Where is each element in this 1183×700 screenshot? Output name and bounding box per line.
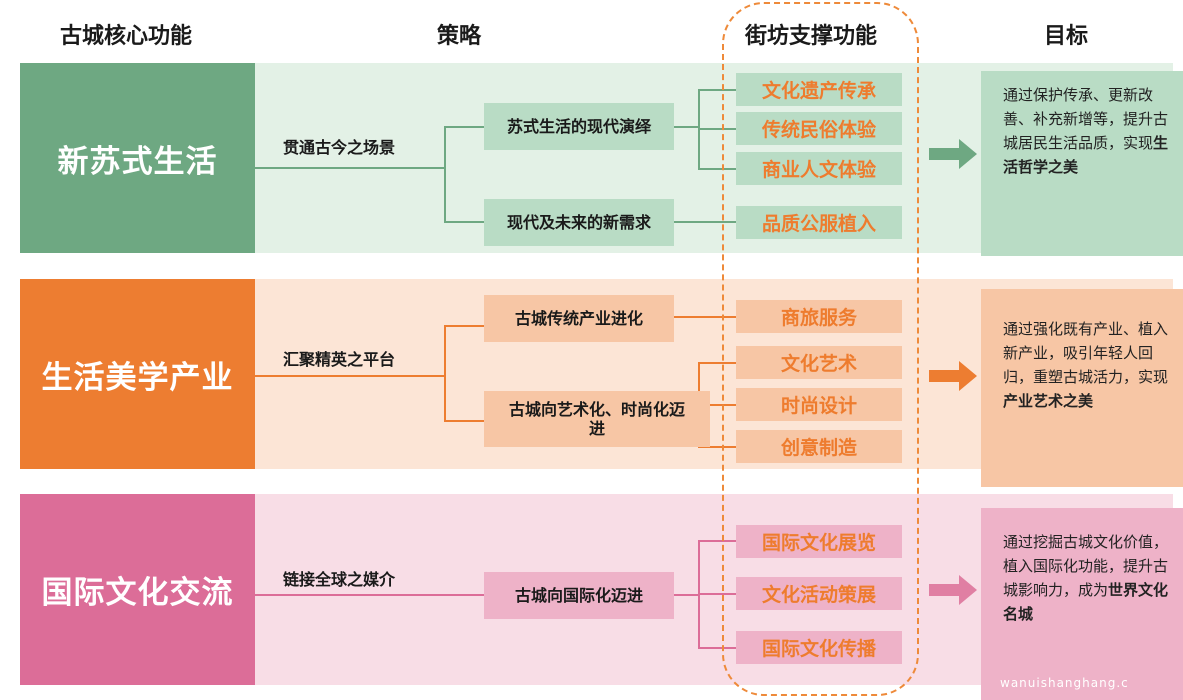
connector-line [444, 126, 446, 222]
watermark: wanuishanghang.c [1000, 676, 1129, 690]
strategy-label: 链接全球之媒介 [283, 570, 396, 589]
goal-box: 通过保护传承、更新改善、补充新增等，提升古城居民生活品质，实现生活哲学之美 [981, 71, 1183, 256]
connector-line [444, 325, 446, 421]
header-core: 古城核心功能 [60, 24, 193, 49]
goal-box: 通过挖掘古城文化价值，植入国际化功能，提升古城影响力，成为世界文化名城 [981, 508, 1183, 700]
connector-line [444, 126, 484, 128]
support-function-box: 文化艺术 [736, 346, 902, 379]
core-function-block: 国际文化交流 [20, 494, 255, 685]
strategy-label: 汇聚精英之平台 [283, 350, 396, 369]
substrategy-box: 现代及未来的新需求 [484, 199, 674, 246]
goal-box: 通过强化既有产业、植入新产业，吸引年轻人回归，重塑古城活力，实现产业艺术之美 [981, 289, 1183, 487]
support-column-outline [722, 2, 919, 696]
header-strategy: 策略 [437, 24, 482, 49]
connector-line [698, 647, 736, 649]
goal-highlight: 世界文化名城 [1003, 581, 1169, 623]
connector-line [674, 221, 736, 223]
goal-text: 通过挖掘古城文化价值，植入国际化功能，提升古城影响力，成为 [1003, 533, 1169, 599]
connector-line [255, 594, 484, 596]
connector-line [698, 593, 736, 595]
connector-line [674, 126, 699, 128]
connector-line [674, 316, 736, 318]
header-support: 街坊支撑功能 [745, 24, 878, 49]
connector-line [444, 221, 484, 223]
substrategy-box: 苏式生活的现代演绎 [484, 103, 674, 150]
connector-line [698, 540, 736, 542]
substrategy-box: 古城传统产业进化 [484, 295, 674, 342]
connector-line [674, 594, 699, 596]
right-arrow-icon [929, 139, 977, 169]
support-function-box: 商业人文体验 [736, 152, 902, 185]
right-arrow-icon [929, 361, 977, 391]
support-function-box: 文化遗产传承 [736, 73, 902, 106]
goal-highlight: 产业艺术之美 [1003, 392, 1094, 410]
support-function-box: 文化活动策展 [736, 577, 902, 610]
support-function-box: 时尚设计 [736, 388, 902, 421]
connector-line [698, 446, 736, 448]
support-function-box: 国际文化展览 [736, 525, 902, 558]
goal-text: 通过保护传承、更新改善、补充新增等，提升古城居民生活品质，实现 [1003, 86, 1169, 152]
strategy-label: 贯通古今之场景 [283, 138, 396, 157]
support-function-box: 品质公服植入 [736, 206, 902, 239]
right-arrow-icon [929, 575, 977, 605]
support-function-box: 商旅服务 [736, 300, 902, 333]
connector-line [444, 325, 484, 327]
substrategy-box: 古城向艺术化、时尚化迈进 [484, 391, 710, 447]
support-function-box: 创意制造 [736, 430, 902, 463]
header-goal: 目标 [1044, 24, 1089, 49]
connector-line [698, 128, 736, 130]
goal-text: 通过强化既有产业、植入新产业，吸引年轻人回归，重塑古城活力，实现 [1003, 320, 1169, 386]
connector-line [698, 89, 736, 91]
connector-line [698, 168, 736, 170]
core-function-block: 生活美学产业 [20, 279, 255, 469]
connector-line [698, 404, 736, 406]
connector-line [698, 362, 736, 364]
substrategy-box: 古城向国际化迈进 [484, 572, 674, 619]
goal-highlight: 生活哲学之美 [1003, 134, 1169, 176]
connector-line [255, 167, 445, 169]
core-function-block: 新苏式生活 [20, 63, 255, 253]
connector-line [444, 420, 484, 422]
connector-line [255, 375, 445, 377]
support-function-box: 传统民俗体验 [736, 112, 902, 145]
